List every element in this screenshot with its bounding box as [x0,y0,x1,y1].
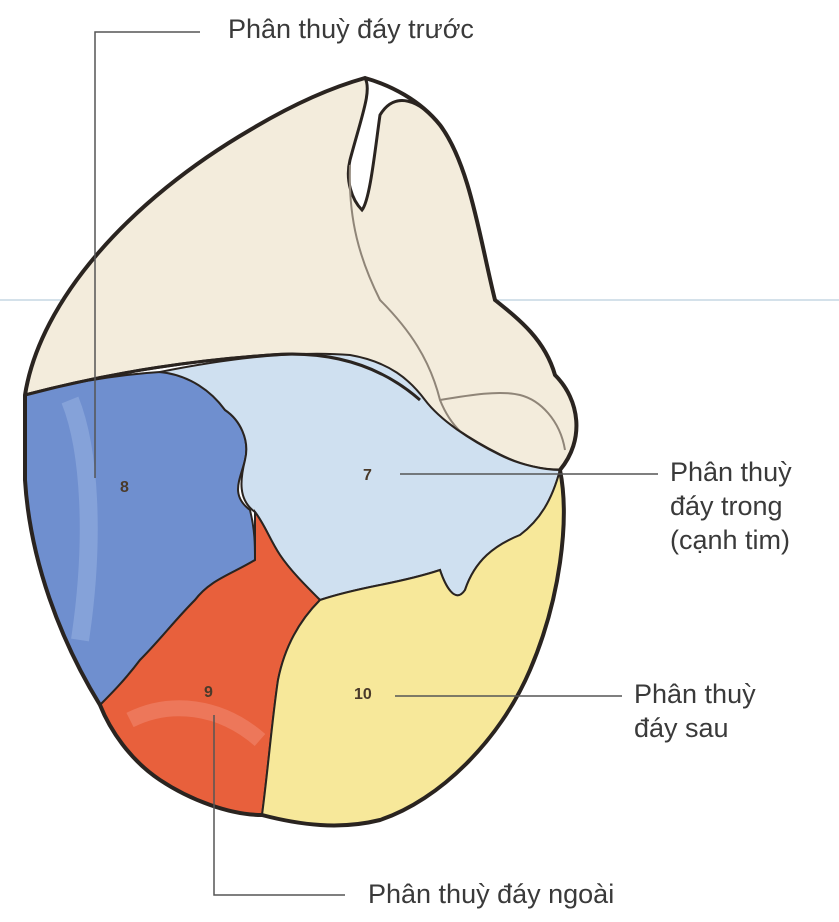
segment-9-number: 9 [204,684,213,701]
label-medial-basal-line-2: đáy trong [670,489,792,523]
label-medial-basal-line-3: (cạnh tim) [670,523,792,557]
segment-8-number: 8 [120,479,129,496]
label-posterior-basal: Phân thuỳ đáy sau [634,677,756,745]
label-lateral-basal: Phân thuỳ đáy ngoài [368,877,614,911]
label-posterior-basal-line-2: đáy sau [634,711,756,745]
segment-10-number: 10 [354,686,372,703]
label-posterior-basal-line-1: Phân thuỳ [634,677,756,711]
segment-7-number: 7 [363,467,372,484]
label-medial-basal: Phân thuỳ đáy trong (cạnh tim) [670,455,792,557]
label-anterior-basal: Phân thuỳ đáy trước [228,12,474,46]
label-medial-basal-line-1: Phân thuỳ [670,455,792,489]
